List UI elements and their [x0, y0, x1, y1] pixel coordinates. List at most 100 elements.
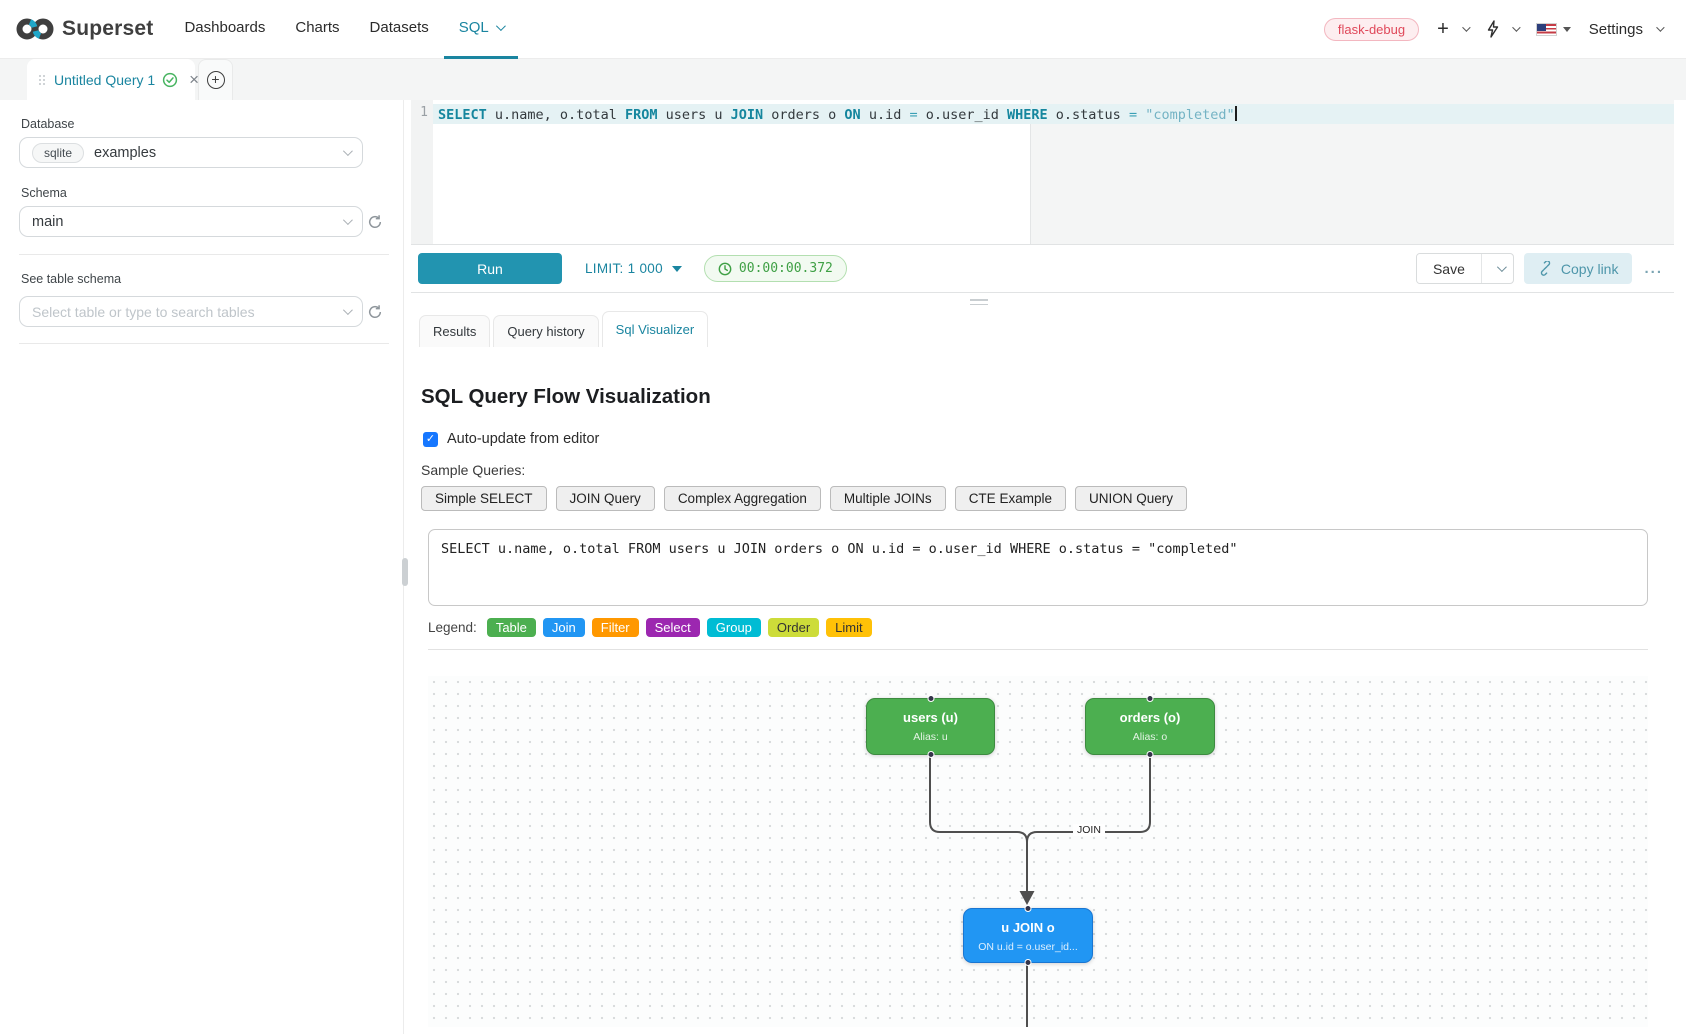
chevron-down-icon [1461, 23, 1471, 32]
sql-editor[interactable]: 1 SELECT u.name, o.total FROM users u JO… [411, 100, 1674, 244]
chevron-down-icon [342, 146, 353, 157]
query-tab[interactable]: Untitled Query 1 × [27, 59, 199, 100]
legend-chip-filter: Filter [591, 618, 639, 637]
more-menu-button[interactable]: ... [1644, 260, 1663, 277]
add-query-tab-button[interactable]: + [198, 59, 233, 100]
legend-label: Legend: [428, 620, 477, 635]
sql-token: ON [844, 107, 861, 123]
flow-node-users[interactable]: users (u)Alias: u [866, 695, 995, 758]
sql-token: SELECT [438, 107, 487, 123]
sidebar-divider [19, 343, 389, 344]
nav-item-charts[interactable]: Charts [280, 0, 354, 59]
db-engine-badge: sqlite [32, 142, 85, 163]
editor-toolbar: Run LIMIT: 1 000 00:00:00.372 Save [411, 244, 1674, 293]
sample-button-cte-example[interactable]: CTE Example [954, 486, 1066, 511]
legend-chip-table: Table [486, 618, 536, 637]
caret-down-icon [671, 265, 682, 272]
node-subtitle: ON u.id = o.user_id... [978, 941, 1078, 953]
copy-link-button[interactable]: Copy link [1523, 253, 1633, 284]
flow-node-join[interactable]: u JOIN o ON u.id = o.user_id... [963, 905, 1093, 966]
auto-update-checkbox[interactable]: ✓ [423, 431, 438, 447]
flow-node-orders[interactable]: orders (o)Alias: o [1085, 695, 1215, 758]
node-handle-top[interactable] [1146, 695, 1154, 702]
chevron-down-icon [1497, 262, 1508, 273]
tab-query-history[interactable]: Query history [493, 315, 599, 348]
query-tab-title: Untitled Query 1 [54, 71, 156, 88]
pane-resize-handle[interactable] [970, 299, 988, 307]
refresh-schema-button[interactable] [367, 214, 383, 230]
line-number: 1 [420, 105, 428, 120]
sidebar: Database sqlite examples Schema main See… [0, 100, 404, 1034]
nav-item-datasets[interactable]: Datasets [355, 0, 444, 59]
sample-button-union-query[interactable]: UNION Query [1074, 486, 1187, 511]
nav-item-sql[interactable]: SQL [443, 0, 518, 59]
node-handle-top[interactable] [927, 695, 934, 702]
chevron-down-icon [342, 215, 353, 226]
drag-grip-icon[interactable] [39, 74, 45, 85]
sql-token [1137, 107, 1145, 123]
nav-item-dashboards[interactable]: Dashboards [169, 0, 280, 59]
sample-button-complex-aggregation[interactable]: Complex Aggregation [663, 486, 821, 511]
close-tab-icon[interactable]: × [189, 70, 200, 89]
check-circle-icon [163, 72, 178, 87]
refresh-tables-button[interactable] [367, 304, 383, 320]
new-item-dropdown[interactable]: + [1437, 18, 1471, 40]
sql-token: WHERE [1007, 107, 1048, 123]
node-title: u JOIN o [1001, 920, 1055, 935]
print-margin-area [1030, 100, 1674, 244]
language-dropdown[interactable] [1535, 22, 1571, 36]
us-flag-icon [1535, 22, 1557, 36]
auto-update-row: ✓ Auto-update from editor [423, 431, 599, 447]
node-handle-bottom[interactable] [1146, 751, 1154, 758]
sidebar-divider [19, 254, 389, 255]
sql-input[interactable]: SELECT u.name, o.total FROM users u JOIN… [428, 529, 1648, 606]
editor-gutter: 1 [411, 100, 433, 244]
link-icon [1540, 261, 1551, 276]
sample-button-join-query[interactable]: JOIN Query [555, 486, 655, 511]
plus-circle-icon: + [206, 71, 225, 89]
flow-edges [929, 755, 1151, 1027]
legend-chip-select: Select [645, 618, 700, 637]
legend-chip-group: Group [706, 618, 761, 637]
save-dropdown-button[interactable] [1480, 254, 1513, 283]
plus-icon: + [1437, 18, 1449, 40]
sidebar-resize-handle[interactable] [402, 558, 408, 586]
limit-dropdown[interactable]: LIMIT: 1 000 [585, 261, 682, 276]
sample-button-simple-select[interactable]: Simple SELECT [421, 486, 547, 511]
settings-menu[interactable]: Settings [1588, 20, 1665, 38]
superset-logo-icon [16, 18, 54, 40]
database-select[interactable]: sqlite examples [19, 137, 363, 168]
auto-update-label: Auto-update from editor [447, 431, 600, 447]
copy-link-label: Copy link [1560, 260, 1619, 277]
chevron-down-icon [495, 21, 506, 32]
tab-sql-visualizer[interactable]: Sql Visualizer [601, 311, 709, 348]
query-search-dropdown[interactable] [1486, 20, 1521, 38]
nav-item-label: SQL [458, 19, 489, 36]
nav-item-label: Dashboards [184, 19, 266, 36]
node-title: users (u) [903, 710, 958, 725]
run-button[interactable]: Run [418, 253, 562, 284]
table-select[interactable]: Select table or type to search tables [19, 296, 363, 327]
superset-logo[interactable]: Superset [16, 16, 153, 42]
limit-label: LIMIT: [585, 261, 624, 276]
node-handle-bottom[interactable] [927, 751, 934, 758]
tab-results[interactable]: Results [419, 315, 491, 348]
node-handle-top[interactable] [1024, 905, 1032, 912]
schema-select[interactable]: main [19, 206, 363, 237]
settings-label: Settings [1588, 20, 1643, 38]
sql-token: u.name, o.total [486, 107, 625, 123]
text-cursor [1234, 106, 1237, 121]
caret-down-icon [1562, 26, 1571, 32]
save-button[interactable]: Save [1416, 254, 1481, 283]
sample-button-multiple-joins[interactable]: Multiple JOINs [829, 486, 946, 511]
schema-label: Schema [21, 186, 67, 200]
sql-token: = [1128, 107, 1138, 123]
node-subtitle: Alias: o [1132, 731, 1168, 743]
sql-token: orders o [763, 107, 845, 123]
node-handle-bottom[interactable] [1024, 959, 1032, 966]
save-split-button: Save [1415, 253, 1514, 284]
